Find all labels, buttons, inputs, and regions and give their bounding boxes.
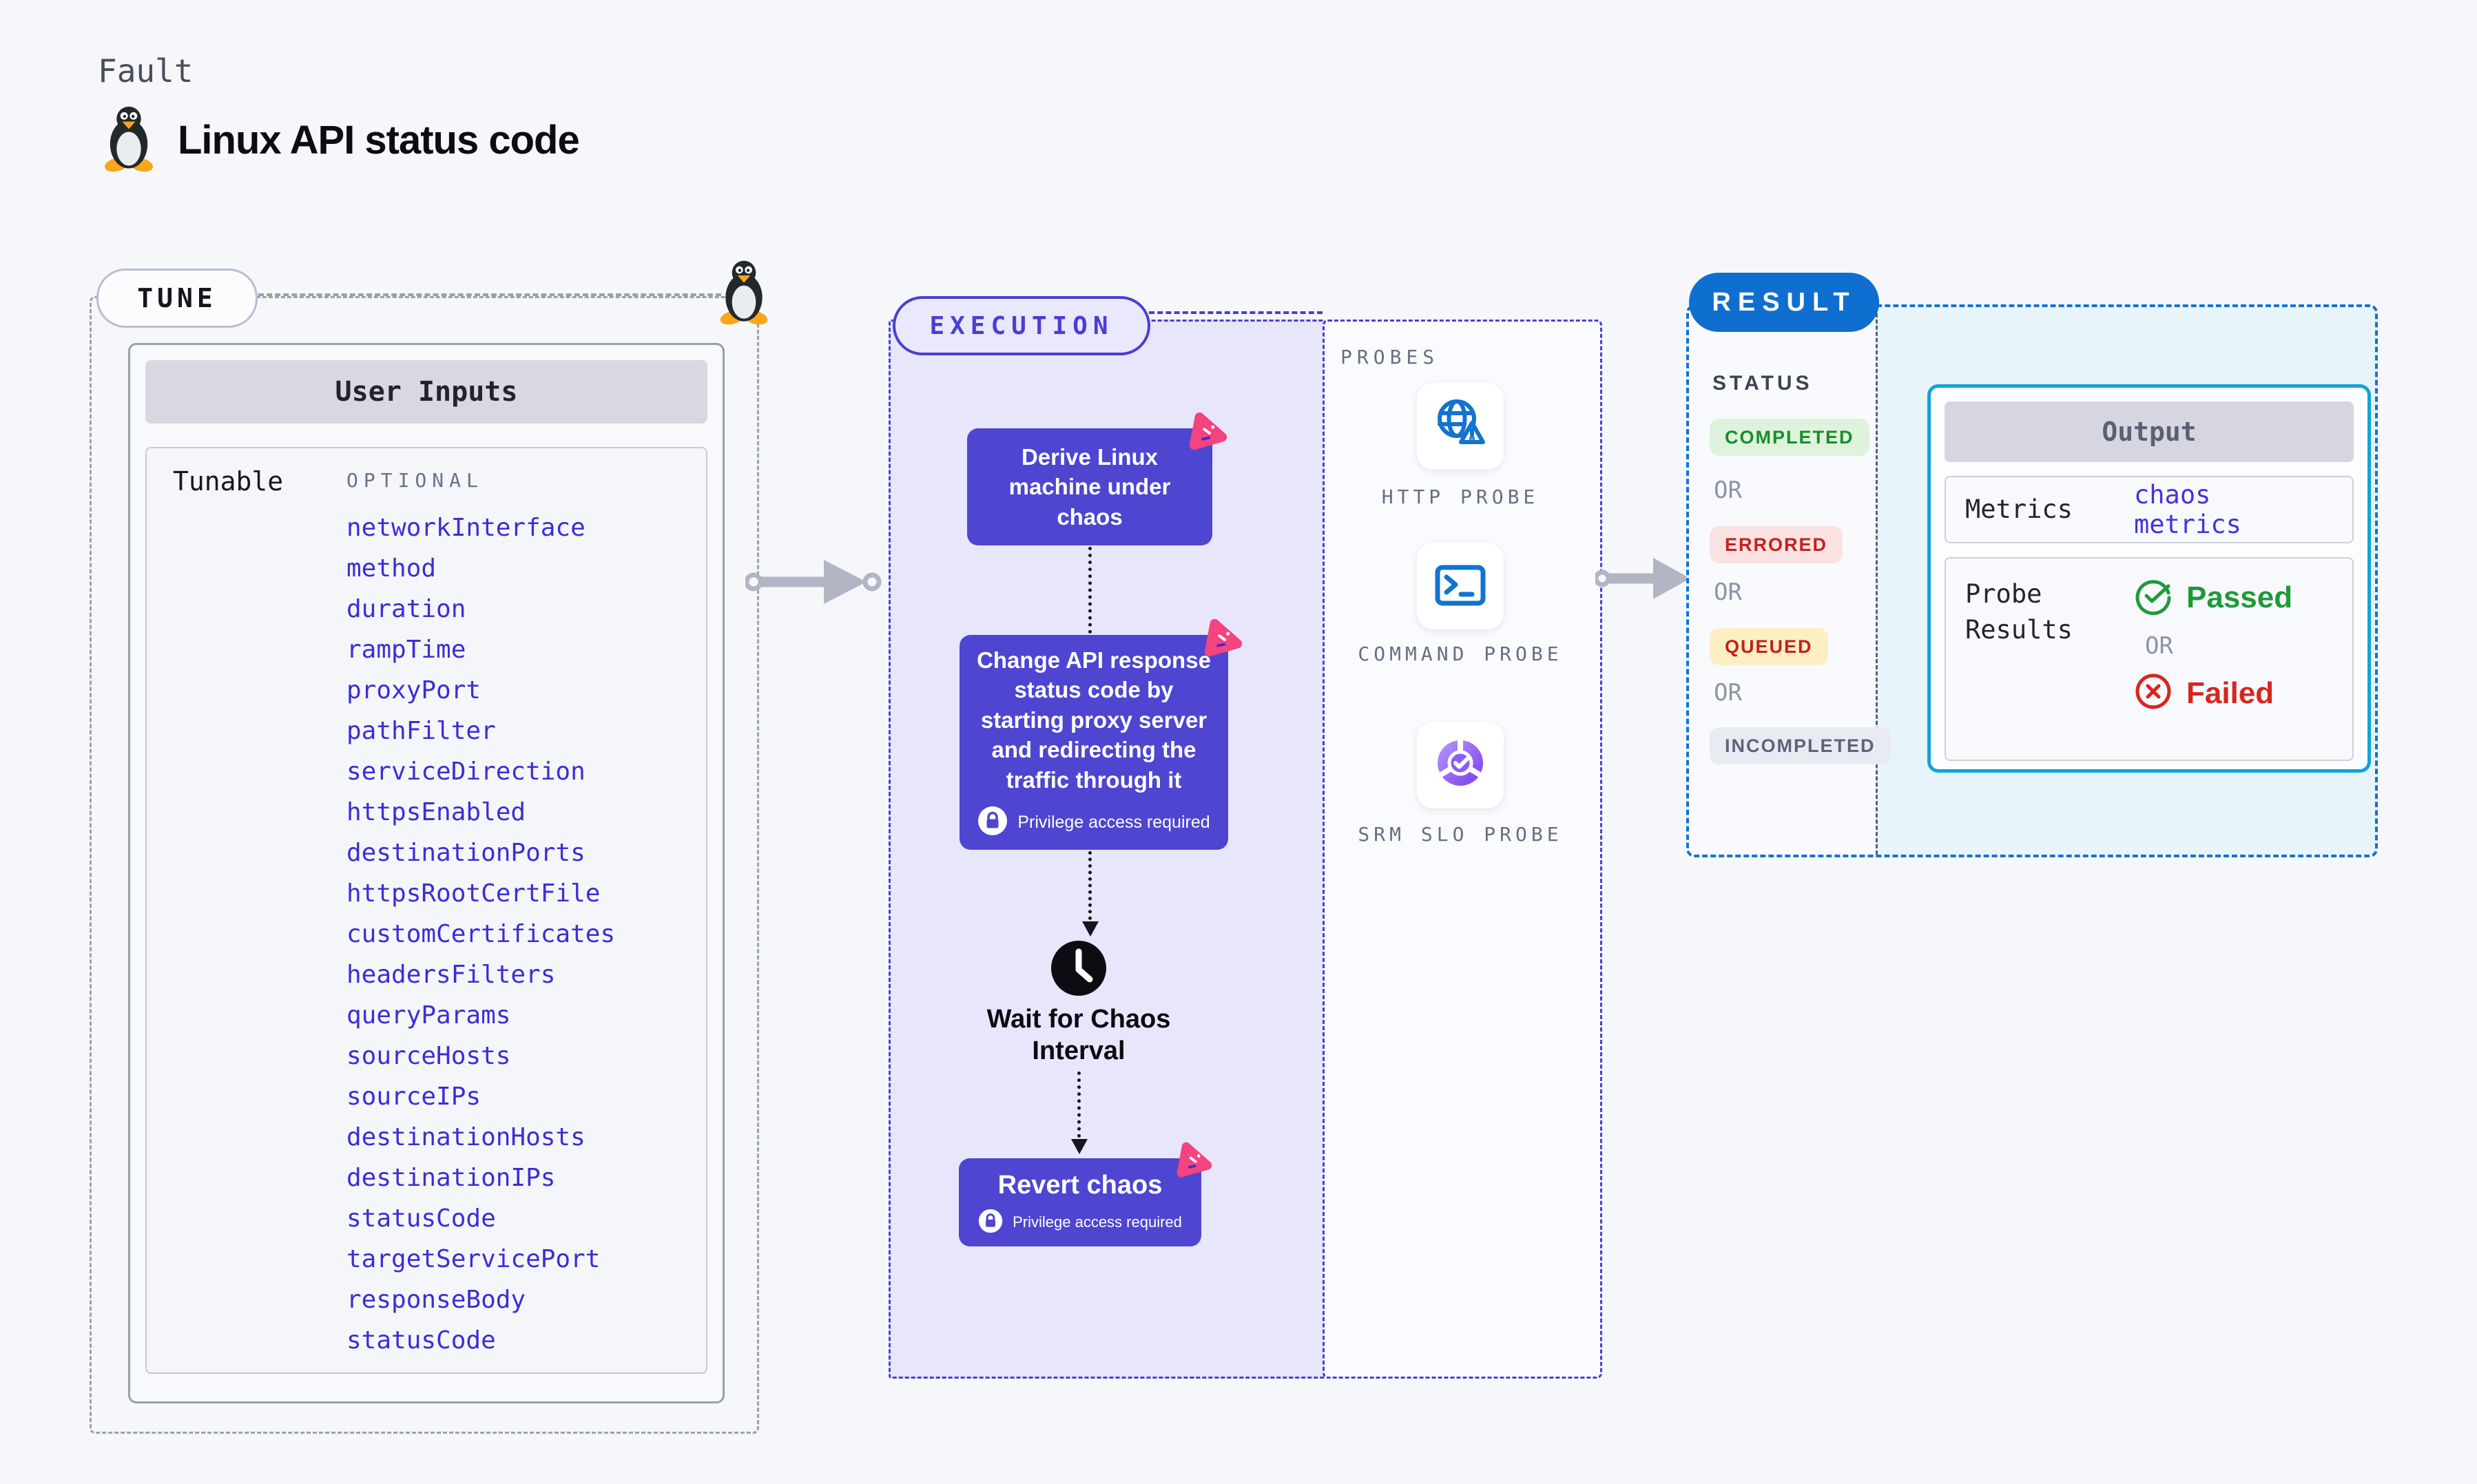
execution-badge: EXECUTION xyxy=(893,296,1150,355)
tunable-param: networkInterface xyxy=(346,514,585,542)
tunable-param: responseBody xyxy=(346,1286,526,1314)
slo-check-icon xyxy=(1428,731,1493,800)
step-revert-chaos: Revert chaos Privilege access required xyxy=(959,1158,1201,1246)
step-change-status-code: Change API response status code by start… xyxy=(960,635,1228,850)
probe-results-row: Probe Results Passed OR xyxy=(1945,557,2354,761)
dotted-connector xyxy=(1088,547,1092,634)
tunables-table: Tunable OPTIONAL networkInterface method… xyxy=(145,447,707,1374)
tunable-param: sourceHosts xyxy=(346,1042,511,1070)
arrowhead xyxy=(1071,1139,1088,1154)
probe-label: COMMAND PROBE xyxy=(1358,642,1563,665)
output-card: Output Metrics chaos metrics Probe Resul… xyxy=(1927,384,2371,773)
command-probe-card xyxy=(1417,543,1504,629)
dotted-connector xyxy=(1077,1072,1081,1138)
tunable-param: destinationIPs xyxy=(346,1164,556,1192)
srm-slo-probe-card xyxy=(1417,722,1504,808)
tunable-param: customCertificates xyxy=(346,920,616,948)
probe-label: HTTP PROBE xyxy=(1381,485,1540,508)
status-badge-errored: ERRORED xyxy=(1710,526,1843,563)
step-text: Change API response status code by start… xyxy=(977,647,1211,793)
optional-column-label: OPTIONAL xyxy=(346,469,484,492)
tunable-param: httpsEnabled xyxy=(346,798,526,826)
check-circle-icon xyxy=(2134,576,2173,618)
tunable-param: headersFilters xyxy=(346,961,556,989)
tunable-param: destinationHosts xyxy=(346,1123,585,1151)
step-text: Revert chaos xyxy=(997,1171,1163,1200)
fault-kicker: Fault xyxy=(98,52,194,90)
status-badge-queued: QUEUED xyxy=(1710,628,1828,665)
user-inputs-title: User Inputs xyxy=(145,360,707,424)
wait-interval-label: Wait for Chaos Interval xyxy=(986,1005,1171,1065)
clock-icon xyxy=(1048,938,1109,1002)
tunable-row-label: Tunable xyxy=(173,466,284,497)
probes-panel xyxy=(1323,320,1602,1379)
failed-label: Failed xyxy=(2186,676,2274,710)
tunable-param: sourceIPs xyxy=(346,1083,481,1111)
or-label: OR xyxy=(1714,578,1742,606)
tune-badge: TUNE xyxy=(96,269,258,328)
metrics-row: Metrics chaos metrics xyxy=(1945,476,2354,543)
failed-line: Failed xyxy=(2134,672,2274,714)
passed-label: Passed xyxy=(2186,580,2293,614)
tunable-param: targetServicePort xyxy=(346,1245,601,1273)
output-title: Output xyxy=(1945,401,2354,462)
page-title: Linux API status code xyxy=(178,118,580,163)
user-inputs-card: User Inputs Tunable OPTIONAL networkInte… xyxy=(128,343,725,1403)
flow-arrow-tune-to-execution xyxy=(745,554,883,613)
privilege-row: Privilege access required xyxy=(977,805,1210,839)
tunable-param: statusCode xyxy=(346,1326,496,1355)
probe-results-values: Passed OR Failed xyxy=(2134,576,2292,714)
globe-alert-icon xyxy=(1428,393,1493,461)
tunable-param: pathFilter xyxy=(346,717,496,745)
tunable-param: proxyPort xyxy=(346,676,481,704)
tux-penguin-icon xyxy=(101,105,157,176)
probe-results-label: Probe Results xyxy=(1965,579,2073,645)
step-text: Derive Linux machine under chaos xyxy=(1008,443,1171,530)
privilege-note: Privilege access required xyxy=(1013,1213,1182,1231)
tunable-param: serviceDirection xyxy=(346,757,585,786)
tunable-param: statusCode xyxy=(346,1204,496,1233)
status-heading: STATUS xyxy=(1712,372,1813,395)
chaos-badge-icon xyxy=(1174,1140,1214,1184)
lock-icon xyxy=(977,1207,1004,1237)
privilege-note: Privilege access required xyxy=(1017,813,1210,833)
tunable-param-list: networkInterface method duration rampTim… xyxy=(346,508,615,1361)
tunable-param: duration xyxy=(346,595,466,623)
privilege-row: Privilege access required xyxy=(977,1207,1182,1237)
status-badge-completed: COMPLETED xyxy=(1710,419,1869,456)
tune-section-box xyxy=(90,296,759,1434)
tunable-param: method xyxy=(346,554,437,583)
probe-label: SRM SLO PROBE xyxy=(1358,823,1563,846)
step-derive-machine: Derive Linux machine under chaos xyxy=(967,428,1212,545)
tune-dashed-connector xyxy=(258,293,721,296)
terminal-icon xyxy=(1428,552,1493,620)
or-label: OR xyxy=(1714,679,1742,707)
probes-title: PROBES xyxy=(1340,346,1440,368)
tunable-param: destinationPorts xyxy=(346,839,585,867)
tunable-param: rampTime xyxy=(346,636,466,664)
passed-line: Passed xyxy=(2134,576,2292,618)
chaos-badge-icon xyxy=(1201,617,1244,663)
arrowhead xyxy=(1082,921,1099,937)
tux-penguin-icon xyxy=(716,259,771,328)
result-badge: RESULT xyxy=(1689,273,1879,332)
chaos-badge-icon xyxy=(1186,410,1229,457)
tunable-param: httpsRootCertFile xyxy=(346,879,601,908)
execution-dashed-connector xyxy=(1149,311,1323,314)
status-badge-incompleted: INCOMPLETED xyxy=(1710,727,1891,764)
title-row: Linux API status code xyxy=(101,105,580,176)
tunable-param: queryParams xyxy=(346,1001,511,1030)
or-label: OR xyxy=(1714,477,1742,504)
lock-icon xyxy=(977,805,1009,839)
x-circle-icon xyxy=(2134,672,2173,714)
dotted-connector xyxy=(1088,851,1092,920)
metrics-value: chaos metrics xyxy=(2134,480,2241,539)
or-label: OR xyxy=(2145,632,2173,660)
metrics-label: Metrics xyxy=(1965,494,2073,525)
http-probe-card xyxy=(1417,383,1504,470)
